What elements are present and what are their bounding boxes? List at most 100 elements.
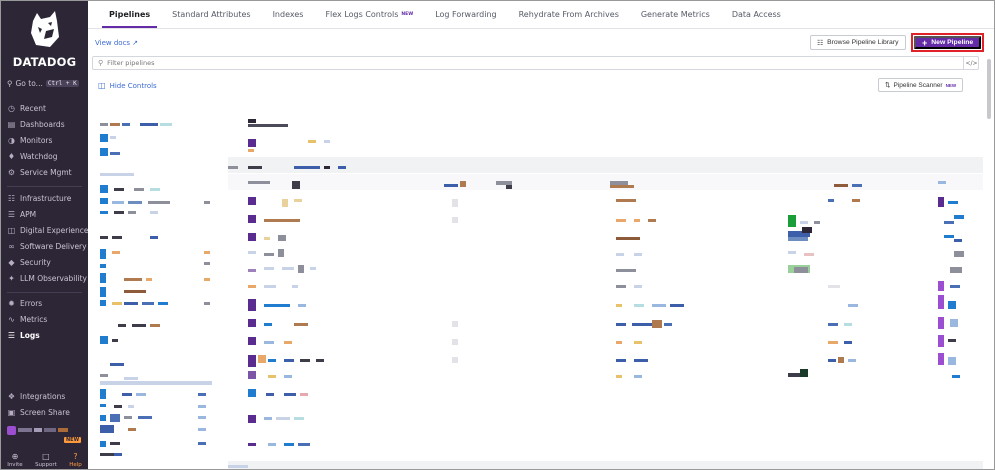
tab-label: Rehydrate From Archives bbox=[518, 10, 619, 19]
llm-icon: ✦ bbox=[8, 274, 15, 283]
redacted-block bbox=[122, 393, 132, 396]
tab-indexes[interactable]: Indexes bbox=[262, 2, 315, 27]
browse-library-label: Browse Pipeline Library bbox=[827, 39, 899, 46]
redacted-block bbox=[148, 201, 170, 204]
code-toggle-button[interactable]: </> bbox=[963, 56, 979, 70]
redacted-block bbox=[828, 199, 834, 202]
redacted-block bbox=[114, 405, 122, 408]
redacted-block bbox=[204, 201, 210, 204]
redacted-block bbox=[634, 253, 642, 256]
redacted-block bbox=[264, 267, 274, 270]
sidebar-item-metrics[interactable]: ∿ Metrics bbox=[7, 315, 47, 324]
sidebar-item-infrastructure[interactable]: ☷ Infrastructure bbox=[7, 194, 71, 203]
tab-log-forwarding[interactable]: Log Forwarding bbox=[424, 2, 507, 27]
scrollbar-thumb[interactable] bbox=[987, 59, 991, 119]
redacted-block bbox=[634, 359, 648, 362]
user-account[interactable] bbox=[7, 422, 82, 438]
goto-search[interactable]: ⚲ Go to... Ctrl + K bbox=[7, 79, 79, 88]
redacted-block bbox=[124, 377, 138, 380]
hide-controls-link[interactable]: ◫ Hide Controls bbox=[98, 81, 157, 90]
redacted-block bbox=[670, 304, 684, 307]
filter-pipelines-field[interactable]: ⚲ bbox=[92, 56, 979, 70]
sidebar-item-dashboards[interactable]: ▤ Dashboards bbox=[7, 120, 65, 129]
vertical-scrollbar[interactable] bbox=[986, 29, 992, 469]
tab-rehydrate-from-archives[interactable]: Rehydrate From Archives bbox=[508, 2, 630, 27]
sidebar-item-monitors[interactable]: ◑ Monitors bbox=[7, 136, 52, 145]
redacted-block bbox=[460, 181, 466, 187]
redacted-block bbox=[118, 324, 126, 327]
sidebar-item-watchdog[interactable]: ♦ Watchdog bbox=[7, 152, 58, 161]
redacted-block bbox=[828, 341, 838, 344]
software-delivery-icon: ∞ bbox=[8, 242, 15, 251]
redacted-block bbox=[848, 304, 858, 307]
redacted-block bbox=[496, 181, 512, 185]
redacted-block bbox=[616, 253, 624, 256]
sidebar-item-security[interactable]: ◆ Security bbox=[7, 258, 51, 267]
redacted-block bbox=[282, 267, 294, 270]
redacted-block bbox=[248, 124, 288, 127]
sidebar-item-software-delivery[interactable]: ∞ Software Delivery bbox=[7, 242, 86, 251]
datadog-logo[interactable]: DATADOG bbox=[1, 5, 88, 75]
sidebar-item-screen-share[interactable]: ▣ Screen Share bbox=[7, 408, 70, 417]
redacted-block bbox=[264, 237, 270, 240]
pipeline-scanner-button[interactable]: ⇅ Pipeline Scanner NEW bbox=[878, 78, 964, 92]
clock-icon: ◷ bbox=[8, 104, 15, 113]
view-docs-link[interactable]: View docs ↗ bbox=[95, 39, 138, 47]
redacted-block bbox=[800, 221, 808, 224]
sidebar-item-errors[interactable]: ✹ Errors bbox=[7, 299, 42, 308]
sidebar-item-logs[interactable]: ☰ Logs bbox=[7, 331, 40, 340]
redacted-block bbox=[100, 441, 106, 447]
sidebar-item-service-mgmt[interactable]: ⚙ Service Mgmt bbox=[7, 168, 72, 177]
redacted-block bbox=[228, 465, 248, 468]
redacted-block bbox=[788, 231, 810, 237]
search-icon: ⚲ bbox=[98, 59, 104, 67]
redacted-block bbox=[160, 123, 172, 126]
tab-label: Data Access bbox=[731, 10, 781, 19]
redacted-block bbox=[632, 323, 652, 326]
redacted-block bbox=[324, 166, 330, 169]
redacted-block bbox=[310, 267, 316, 270]
redacted-block bbox=[652, 320, 662, 328]
redacted-block bbox=[136, 393, 146, 396]
apm-icon: ☰ bbox=[7, 210, 16, 219]
sidebar-item-label: Monitors bbox=[20, 136, 53, 145]
redacted-block bbox=[198, 442, 206, 445]
help-button[interactable]: ? Help bbox=[69, 452, 82, 468]
redacted-block bbox=[248, 389, 256, 397]
tab-pipelines[interactable]: Pipelines bbox=[98, 2, 161, 28]
redacted-block bbox=[852, 184, 862, 187]
tab-data-access[interactable]: Data Access bbox=[721, 2, 792, 27]
sidebar-item-llm-observability[interactable]: ✦ LLM Observability bbox=[7, 274, 87, 283]
redacted-block bbox=[948, 357, 956, 365]
redacted-block bbox=[100, 336, 108, 344]
support-button[interactable]: □ Support bbox=[35, 452, 57, 468]
redacted-block bbox=[852, 199, 860, 202]
redacted-block bbox=[284, 393, 296, 396]
tab-label: Log Forwarding bbox=[435, 10, 497, 19]
tab-standard-attributes[interactable]: Standard Attributes bbox=[161, 2, 261, 27]
tab-generate-metrics[interactable]: Generate Metrics bbox=[630, 2, 721, 27]
sidebar-item-label: Metrics bbox=[20, 315, 48, 324]
sidebar-item-integrations[interactable]: ❖ Integrations bbox=[7, 392, 65, 401]
browse-pipeline-library-button[interactable]: ☷ Browse Pipeline Library bbox=[810, 35, 906, 50]
filter-pipelines-input[interactable] bbox=[107, 59, 928, 67]
sidebar-item-digital-experience[interactable]: ◫ Digital Experience bbox=[7, 226, 89, 235]
redacted-block bbox=[110, 123, 120, 126]
redacted-block bbox=[100, 185, 108, 193]
redacted-block bbox=[100, 415, 106, 421]
brand-name: DATADOG bbox=[12, 55, 77, 69]
redacted-block bbox=[648, 219, 656, 222]
redacted-block bbox=[158, 302, 168, 305]
redacted-block bbox=[122, 123, 130, 126]
redacted-block bbox=[110, 136, 116, 139]
redacted-block bbox=[838, 357, 844, 363]
invite-button[interactable]: ⊕ Invite bbox=[7, 452, 22, 468]
new-pipeline-button[interactable]: + New Pipeline bbox=[914, 36, 982, 49]
redacted-block bbox=[294, 166, 320, 169]
redacted-block bbox=[616, 375, 622, 378]
sidebar-item-recent[interactable]: ◷ Recent bbox=[7, 104, 46, 113]
redacted-block bbox=[616, 323, 626, 326]
sidebar-item-label: Security bbox=[20, 258, 51, 267]
sidebar-item-apm[interactable]: ☰ APM bbox=[7, 210, 36, 219]
